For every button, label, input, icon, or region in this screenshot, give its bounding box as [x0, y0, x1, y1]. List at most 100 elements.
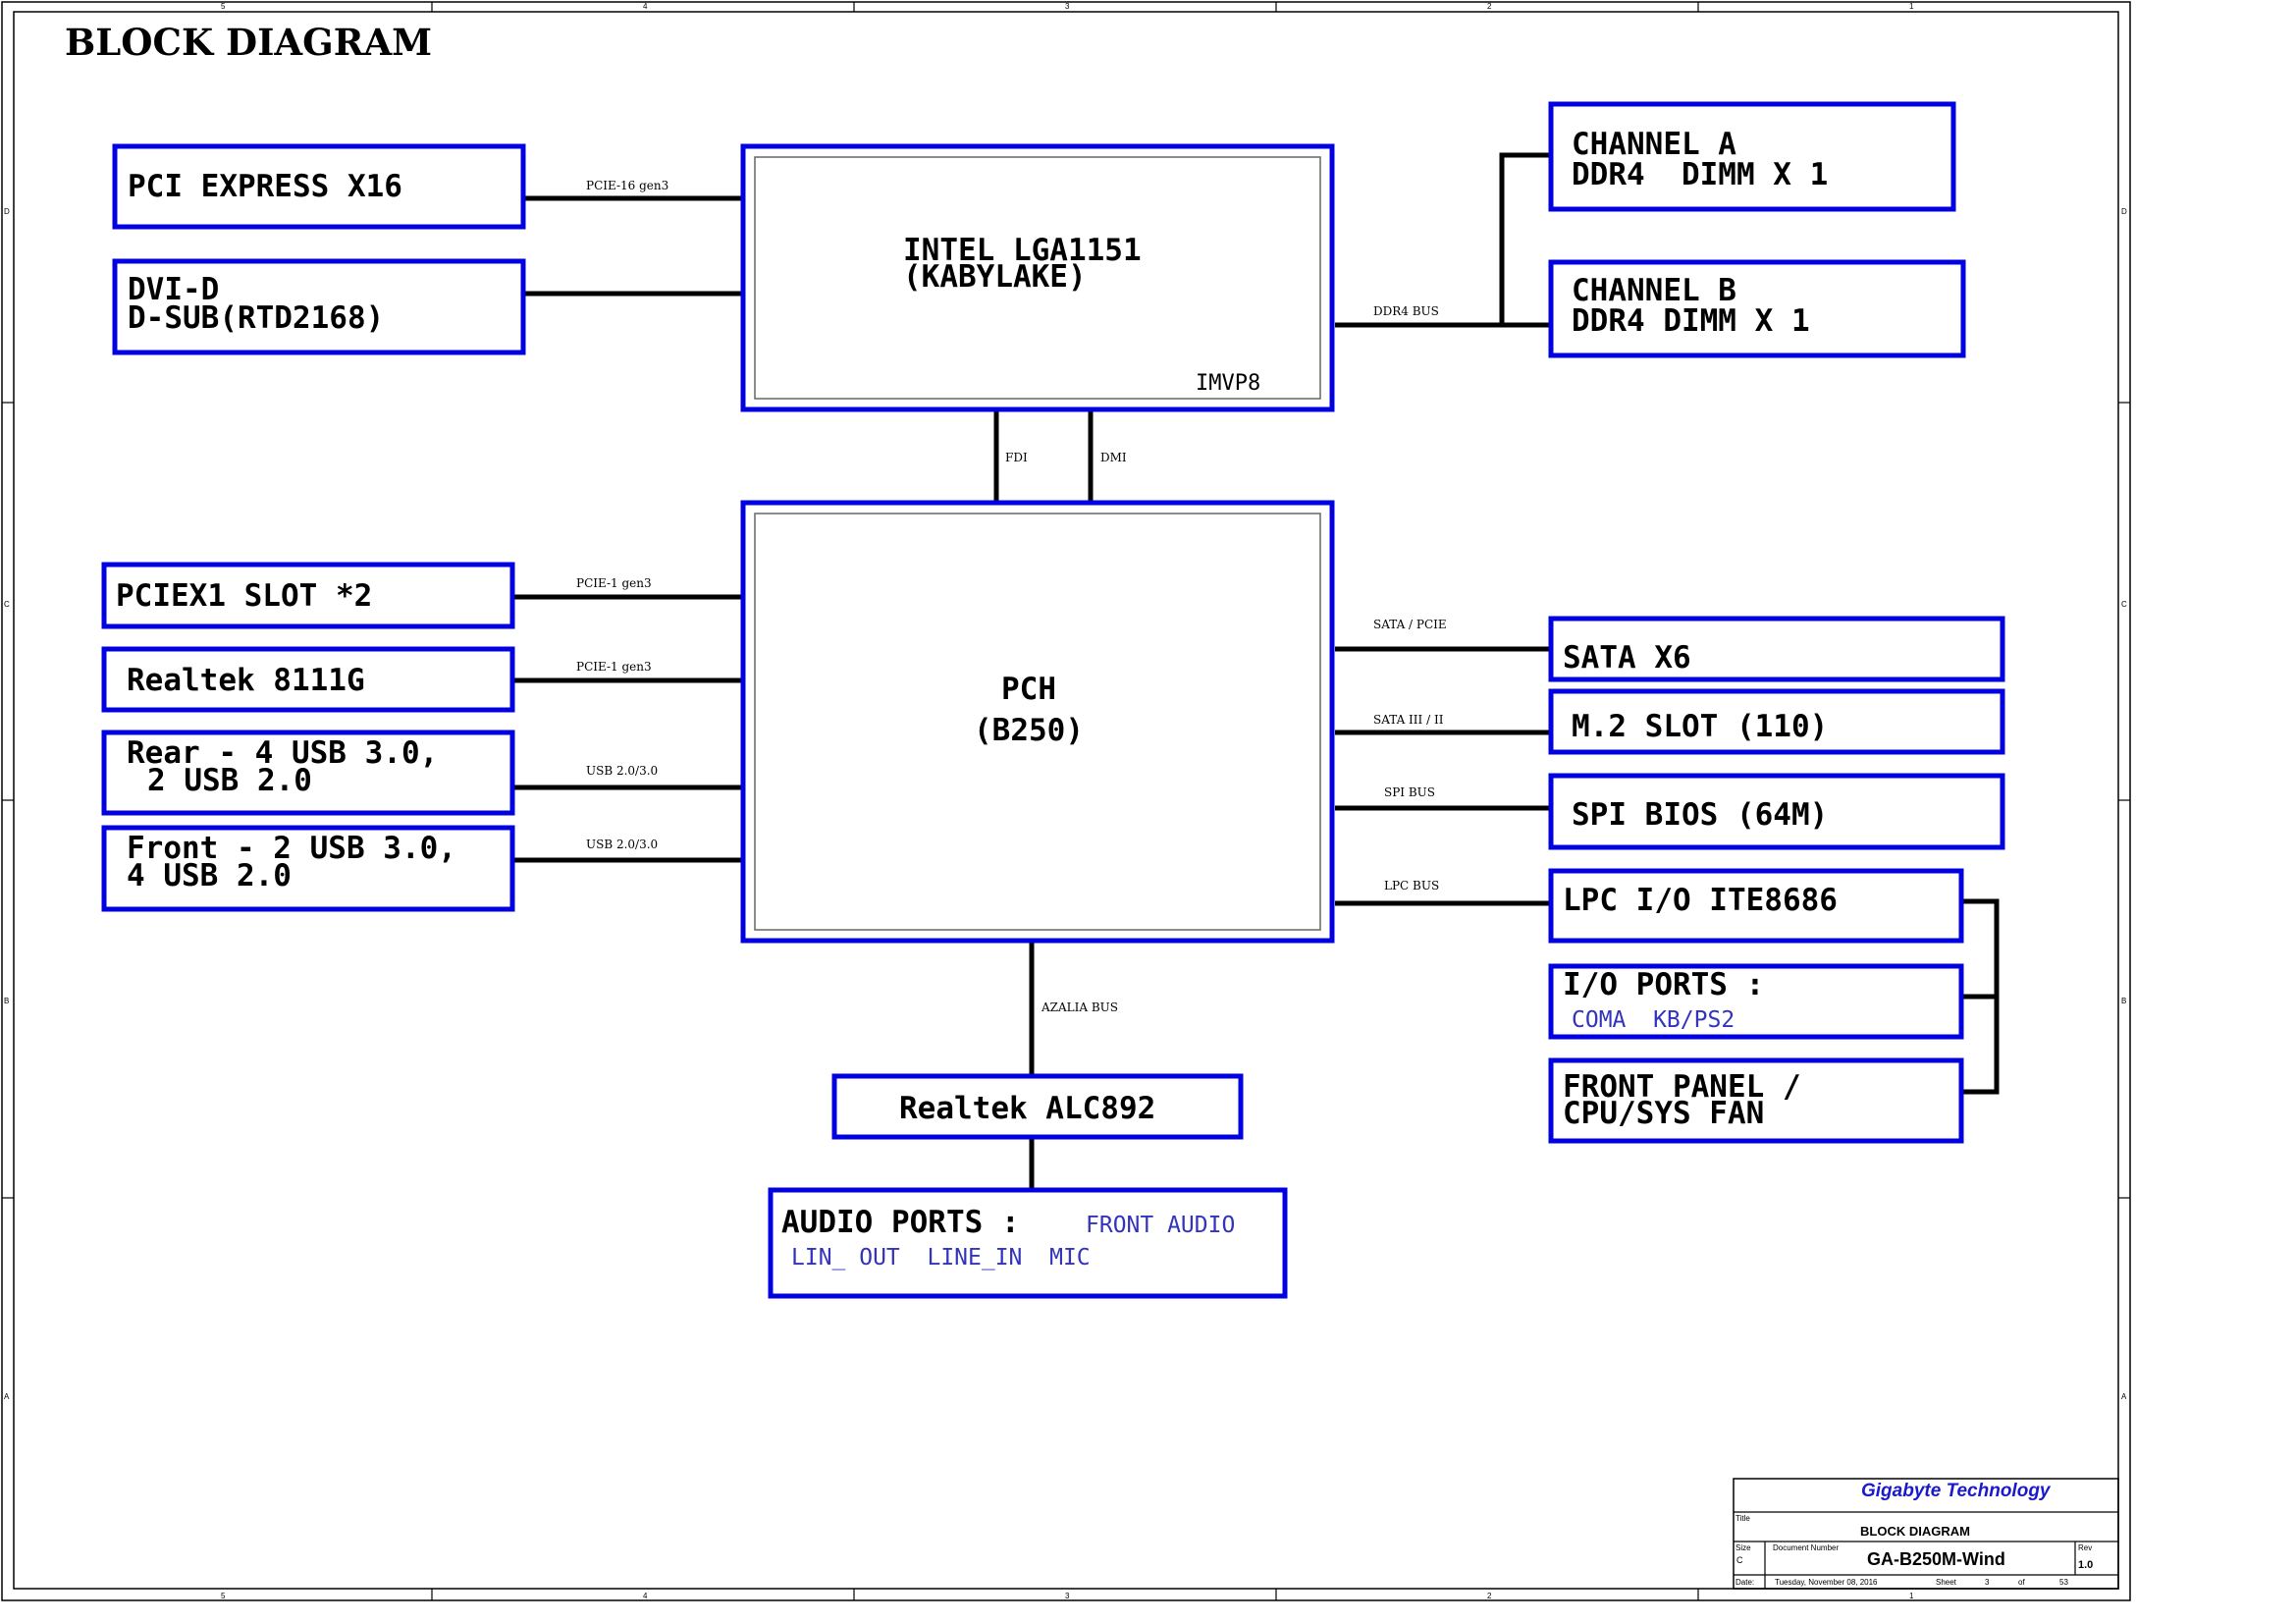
audio-ports-label: AUDIO PORTS :	[781, 1205, 1020, 1240]
m2-label: M.2 SLOT (110)	[1572, 709, 1828, 744]
block-dvi-dsub: DVI-D D-SUB(RTD2168)	[112, 258, 526, 355]
zone-label-side: A	[2121, 1392, 2127, 1401]
bus-label-azalia: AZALIA BUS	[1041, 1001, 1118, 1014]
date-caption: Date:	[1735, 1578, 1754, 1587]
channel-a-label: CHANNEL A	[1572, 127, 1736, 162]
audio-ports-front: FRONT AUDIO	[1086, 1213, 1235, 1238]
cpu-vr-label: IMVP8	[1196, 371, 1260, 396]
bus-label-usb-b: USB 2.0/3.0	[586, 838, 658, 851]
block-front-usb: Front - 2 USB 3.0, 4 USB 2.0	[101, 825, 515, 912]
pch-block: PCH (B250)	[740, 500, 1335, 944]
title-value: BLOCK DIAGRAM	[1860, 1524, 1970, 1539]
bus-label-sata-pcie: SATA / PCIE	[1373, 618, 1447, 631]
docnum-value: GA-B250M-Wind	[1867, 1549, 2005, 1569]
front-usb-label-2: 4 USB 2.0	[127, 858, 292, 893]
title-caption: Title	[1735, 1514, 1750, 1523]
zone-label-top: 4	[643, 2, 648, 11]
fan-label: CPU/SYS FAN	[1563, 1096, 1764, 1131]
block-audio-codec: Realtek ALC892	[831, 1073, 1244, 1140]
pch-label: PCH	[1001, 672, 1056, 707]
zone-label-top: 5	[221, 2, 226, 11]
rear-usb-label-2: 2 USB 2.0	[147, 763, 312, 798]
bus-label-lpc: LPC BUS	[1384, 879, 1439, 893]
audio-codec-label: Realtek ALC892	[899, 1091, 1155, 1126]
size-caption: Size	[1735, 1543, 1751, 1552]
sheet-value: 3	[1985, 1578, 1990, 1587]
zone-label-side: B	[4, 997, 9, 1005]
zone-label-side: D	[2121, 207, 2127, 216]
dsub-label: D-SUB(RTD2168)	[128, 300, 384, 336]
zone-label-side: A	[4, 1392, 10, 1401]
channel-b-label: CHANNEL B	[1572, 273, 1736, 308]
rev-value: 1.0	[2078, 1559, 2093, 1571]
docnum-caption: Document Number	[1773, 1543, 1839, 1552]
block-io-ports: I/O PORTS : COMA KB/PS2	[1548, 963, 1964, 1040]
lan-label: Realtek 8111G	[127, 663, 365, 698]
rear-usb-label: Rear - 4 USB 3.0,	[127, 735, 438, 771]
title-block: Gigabyte Technology Title BLOCK DIAGRAM …	[1733, 1478, 2119, 1590]
bus-labels: PCIE-16 gen3 DDR4 BUS FDI DMI PCIE-1 gen…	[576, 179, 1447, 1014]
front-panel-label: FRONT PANEL /	[1563, 1069, 1801, 1105]
pcie16-label: PCI EXPRESS X16	[128, 169, 402, 204]
sheet-caption: Sheet	[1936, 1578, 1957, 1587]
zone-label-bottom: 4	[643, 1592, 648, 1600]
channel-a-dimm: DDR4 DIMM X 1	[1572, 157, 1828, 192]
zone-label-side: C	[4, 600, 10, 609]
block-lpc-io: LPC I/O ITE8686	[1548, 868, 1964, 944]
bus-label-pcie1-a: PCIE-1 gen3	[576, 576, 652, 590]
block-channel-b: CHANNEL B DDR4 DIMM X 1	[1548, 259, 1966, 358]
zone-label-side: C	[2121, 600, 2127, 609]
zone-label-top: 2	[1487, 2, 1492, 11]
zone-label-bottom: 1	[1909, 1592, 1914, 1600]
zone-label-bottom: 3	[1065, 1592, 1070, 1600]
block-channel-a: CHANNEL A DDR4 DIMM X 1	[1548, 101, 1956, 212]
bus-label-pcie1-b: PCIE-1 gen3	[576, 660, 652, 674]
block-sata: SATA X6	[1548, 616, 2005, 682]
zone-labels: 5 4 3 2 1 5 4 3 2 1 D C B A D C B A	[4, 2, 2127, 1600]
spi-bios-label: SPI BIOS (64M)	[1572, 797, 1828, 833]
zone-label-side: B	[2121, 997, 2126, 1005]
block-front-panel: FRONT PANEL / CPU/SYS FAN	[1548, 1057, 1964, 1144]
rev-caption: Rev	[2078, 1543, 2092, 1552]
lpc-io-label: LPC I/O ITE8686	[1563, 883, 1838, 918]
bus-label-dmi: DMI	[1100, 451, 1127, 464]
zone-ticks	[2, 2, 2130, 1600]
block-rear-usb: Rear - 4 USB 3.0, 2 USB 2.0	[101, 730, 515, 816]
cpu-codename: (KABYLAKE)	[903, 259, 1087, 295]
block-lan: Realtek 8111G	[101, 646, 515, 713]
bus-label-spi: SPI BUS	[1384, 785, 1435, 799]
bus-label-ddr4: DDR4 BUS	[1373, 304, 1439, 318]
cpu-label: INTEL LGA1151	[903, 233, 1142, 268]
bus-label-fdi: FDI	[1005, 451, 1028, 464]
zone-label-bottom: 2	[1487, 1592, 1492, 1600]
front-usb-label: Front - 2 USB 3.0,	[127, 831, 456, 866]
zone-label-side: D	[4, 207, 10, 216]
sheet-total: 53	[2059, 1578, 2068, 1587]
wire-ddr4-split	[1499, 152, 1551, 328]
zone-label-top: 1	[1909, 2, 1914, 11]
block-audio-ports: AUDIO PORTS : FRONT AUDIO LIN_ OUT LINE_…	[768, 1187, 1288, 1299]
io-ports-label: I/O PORTS :	[1563, 967, 1764, 1002]
of-caption: of	[2018, 1578, 2025, 1587]
pciex1-label: PCIEX1 SLOT *2	[116, 578, 372, 614]
zone-label-bottom: 5	[221, 1592, 226, 1600]
company-name: Gigabyte Technology	[1861, 1481, 2052, 1501]
zone-label-top: 3	[1065, 2, 1070, 11]
audio-ports-list: LIN_ OUT LINE_IN MIC	[791, 1245, 1091, 1271]
cpu-block: INTEL LGA1151 (KABYLAKE) IMVP8	[740, 143, 1335, 412]
channel-b-dimm: DDR4 DIMM X 1	[1572, 303, 1810, 339]
block-m2: M.2 SLOT (110)	[1548, 688, 2005, 755]
io-ports-list: COMA KB/PS2	[1572, 1007, 1735, 1033]
bus-label-usb-a: USB 2.0/3.0	[586, 764, 658, 778]
block-pcie16: PCI EXPRESS X16	[112, 143, 526, 230]
size-value: C	[1736, 1555, 1743, 1565]
wires	[514, 152, 2000, 1190]
block-pciex1: PCIEX1 SLOT *2	[101, 562, 515, 629]
sata-label: SATA X6	[1563, 640, 1691, 676]
diagram-title: BLOCK DIAGRAM	[65, 21, 432, 64]
pch-model: (B250)	[974, 713, 1084, 748]
date-value: Tuesday, November 08, 2016	[1775, 1578, 1878, 1587]
dvi-label: DVI-D	[128, 272, 219, 307]
sheet-border-outer	[1, 1, 2131, 1601]
